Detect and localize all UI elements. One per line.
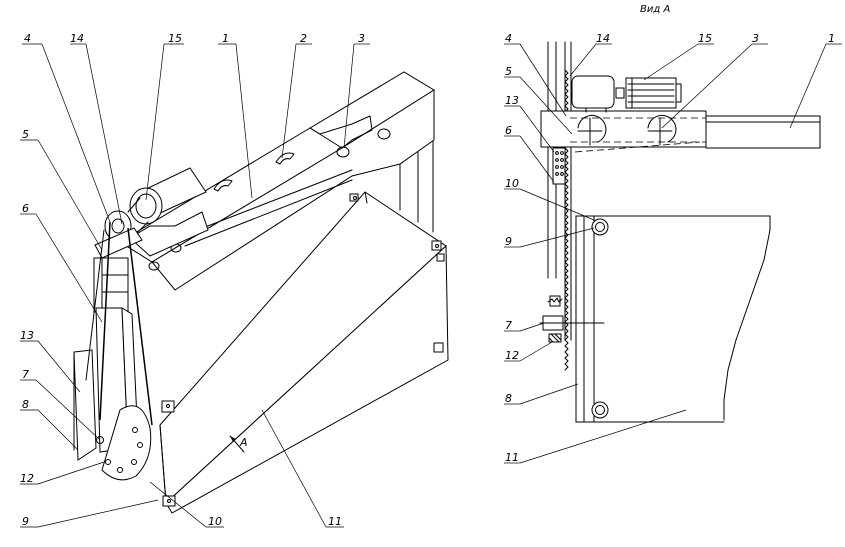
isometric-view: А 4 14 15 1 2 3 5 <box>20 32 449 528</box>
view-a-title: Вид А <box>640 4 670 15</box>
left-label-10: 10 <box>208 515 222 528</box>
left-leaders <box>20 43 370 528</box>
direction-marker-label: А <box>239 436 248 449</box>
right-label-13: 13 <box>505 94 519 107</box>
right-label-8: 8 <box>505 392 512 405</box>
right-label-11: 11 <box>505 451 519 464</box>
right-label-6: 6 <box>505 124 512 137</box>
right-label-12: 12 <box>505 349 519 362</box>
left-label-1: 1 <box>222 32 229 45</box>
left-label-14: 14 <box>70 32 84 45</box>
beam-view-a <box>540 110 821 153</box>
right-label-7: 7 <box>505 319 512 332</box>
right-label-1: 1 <box>828 32 835 45</box>
left-label-2: 2 <box>300 32 307 45</box>
box-body <box>159 191 449 514</box>
drive-belt <box>85 221 153 426</box>
left-label-7: 7 <box>22 368 29 381</box>
bracket-frame <box>93 227 143 313</box>
left-label-5: 5 <box>22 128 29 141</box>
left-label-11: 11 <box>328 515 342 528</box>
right-label-15: 15 <box>698 32 712 45</box>
right-view-labels: 4 14 15 3 1 5 13 6 10 9 7 12 8 11 <box>505 32 835 464</box>
left-view-labels: 4 14 15 1 2 3 5 6 13 7 8 12 9 10 11 <box>20 32 365 528</box>
motor-view-a <box>571 75 682 113</box>
view-direction-arrow: А <box>229 435 248 453</box>
right-leaders <box>504 43 842 464</box>
left-label-12: 12 <box>20 472 34 485</box>
right-label-3: 3 <box>752 32 759 45</box>
left-label-6: 6 <box>22 202 29 215</box>
right-label-9: 9 <box>505 235 512 248</box>
left-label-15: 15 <box>168 32 182 45</box>
view-a: Вид А <box>504 4 842 464</box>
left-label-4: 4 <box>24 32 31 45</box>
carriage-view-a <box>575 215 771 423</box>
right-label-4: 4 <box>505 32 512 45</box>
left-label-9: 9 <box>22 515 29 528</box>
right-label-10: 10 <box>505 177 519 190</box>
left-label-8: 8 <box>22 398 29 411</box>
left-label-3: 3 <box>358 32 365 45</box>
left-label-13: 13 <box>20 329 34 342</box>
vertical-arm <box>73 307 152 481</box>
right-label-14: 14 <box>596 32 610 45</box>
right-label-5: 5 <box>505 65 512 78</box>
